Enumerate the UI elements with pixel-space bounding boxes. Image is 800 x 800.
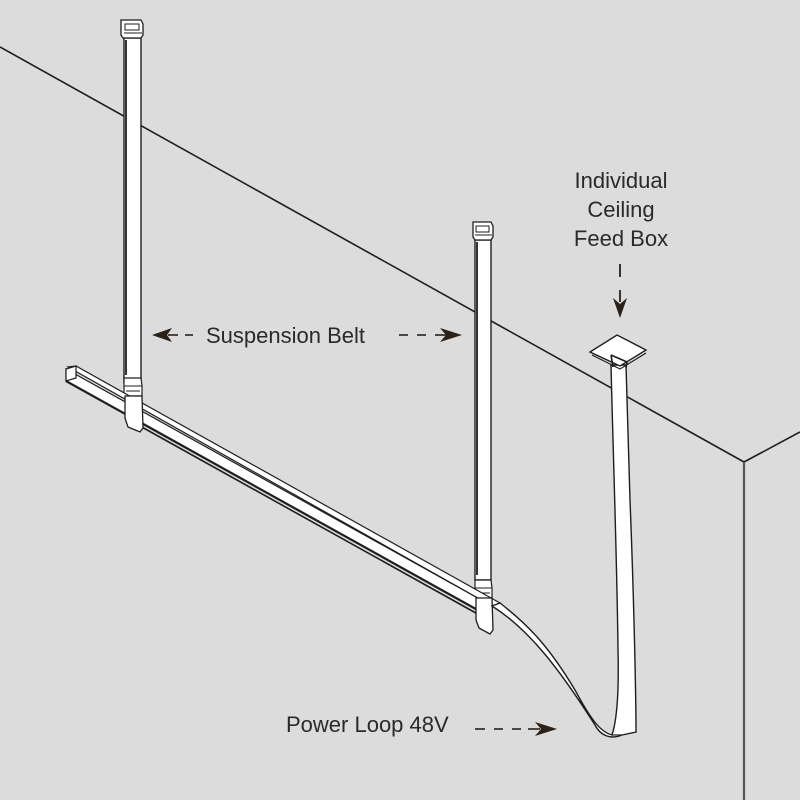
ceiling-feed-box (588, 334, 648, 370)
power-loop-label: Power Loop 48V (286, 712, 449, 737)
arrow-left-icon (152, 328, 193, 342)
power-loop-cable (490, 364, 637, 738)
feed-box-label: Individual Ceiling Feed Box (548, 166, 694, 253)
suspension-belt-label: Suspension Belt (206, 323, 365, 348)
feed-box-label-line-3: Feed Box (573, 226, 669, 251)
feed-box-arrow (613, 264, 627, 318)
feed-box-label-line-2: Ceiling (587, 197, 655, 222)
ceiling-right-edge (743, 431, 800, 463)
linear-light-fixture (65, 365, 502, 623)
arrow-right-icon (399, 328, 462, 342)
suspension-belt-right (472, 221, 494, 599)
arrow-right-icon (475, 722, 557, 736)
belt-wrap-right (475, 597, 494, 635)
suspension-belt-arrows (152, 328, 462, 342)
room-edges (0, 46, 800, 800)
power-loop-arrow (475, 722, 557, 736)
arrow-down-icon (613, 264, 627, 318)
suspension-belt-left (120, 19, 144, 397)
feed-box-label-line-1: Individual (574, 168, 668, 193)
belt-wrap-left (124, 395, 144, 433)
